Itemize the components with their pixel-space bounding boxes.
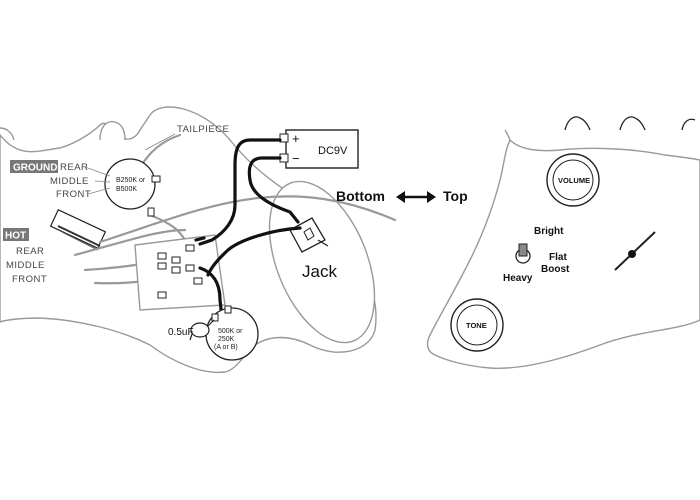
pot-500k: 500K or 250K (A or B) — [205, 305, 259, 361]
bright-label: Bright — [534, 226, 564, 237]
tailpiece-label: TAILPIECE — [177, 124, 229, 135]
ground-middle-label: MIDDLE — [50, 176, 89, 187]
hot-label-box: HOT — [3, 228, 29, 242]
pot-500k-line2: 250K — [218, 336, 235, 343]
boost-label: Boost — [541, 264, 570, 275]
volume-knob: VOLUME — [546, 153, 600, 207]
ground-label-box: GROUND — [10, 160, 58, 174]
top-label: Top — [443, 188, 468, 204]
tremolo-arm — [614, 231, 656, 271]
heavy-label: Heavy — [503, 273, 533, 284]
battery-dc9v: + − DC9V — [279, 129, 359, 169]
capacitor-0.5uf — [189, 319, 215, 341]
cap-label: 0.5uF — [168, 327, 194, 338]
jack-label: Jack — [302, 262, 337, 281]
battery-plus: + — [292, 131, 300, 146]
pot-b250k-line2: B500K — [116, 186, 137, 193]
battery-minus: − — [292, 151, 300, 166]
ground-label: GROUND — [13, 163, 57, 174]
battery-label: DC9V — [318, 145, 348, 157]
tone-knob: TONE — [450, 298, 504, 352]
switch-board — [134, 234, 226, 311]
ground-front-label: FRONT — [56, 189, 91, 200]
pot-500k-line1: 500K or — [218, 328, 243, 335]
hot-front-label: FRONT — [12, 274, 47, 285]
bottom-label: Bottom — [336, 188, 385, 204]
ground-rear-label: REAR — [60, 162, 88, 173]
pot-b250k: B250K or B500K — [104, 158, 161, 217]
pot-500k-line3: (A or B) — [214, 344, 238, 351]
hot-terminal-strip — [49, 209, 107, 251]
hot-rear-label: REAR — [16, 246, 44, 257]
hot-middle-label: MIDDLE — [6, 260, 45, 271]
volume-label: VOLUME — [558, 176, 590, 185]
hot-label: HOT — [5, 231, 26, 242]
double-arrow — [396, 191, 436, 203]
tone-label: TONE — [466, 321, 487, 330]
mode-toggle-switch — [515, 243, 531, 264]
flat-label: Flat — [549, 252, 567, 263]
pot-b250k-line1: B250K or — [116, 177, 146, 184]
